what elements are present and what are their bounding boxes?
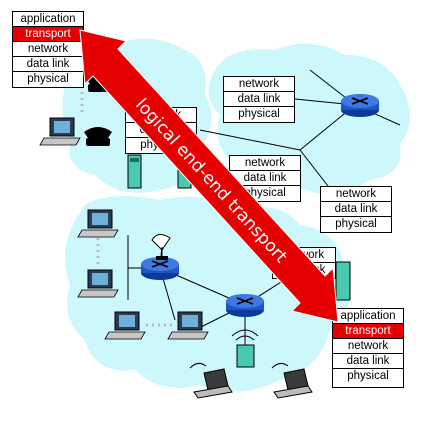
server-icon xyxy=(335,261,351,301)
protocol-stack-router-top-left: network data link physical xyxy=(125,107,197,154)
layer-data-link: data link xyxy=(333,354,403,369)
layer-application: application xyxy=(13,12,83,27)
layer-physical: physical xyxy=(27,73,69,85)
layer-network: network xyxy=(126,108,196,123)
router-icon xyxy=(341,94,379,117)
protocol-stack-router-right: network data link physical xyxy=(320,186,392,233)
telephone-icon xyxy=(84,127,112,146)
protocol-stack-right-host: application transport network data link … xyxy=(332,308,404,388)
layer-network: network xyxy=(333,339,403,354)
protocol-stack-router-center: network data link physical xyxy=(229,155,301,202)
layer-transport: transport xyxy=(13,27,83,42)
laptop-icon xyxy=(271,362,313,399)
protocol-stack-left-host: application transport network data link … xyxy=(12,11,84,88)
layer-network: network xyxy=(230,156,300,171)
layer-application: application xyxy=(333,309,403,324)
layer-physical: physical xyxy=(140,139,182,151)
server-icon xyxy=(177,154,192,189)
layer-network: network xyxy=(273,248,335,263)
protocol-stack-router-top-right: network data link physical xyxy=(223,76,295,123)
router-icon xyxy=(141,257,179,280)
protocol-stack-router-lower: network data link xyxy=(272,247,336,279)
layer-data-link: data link xyxy=(282,264,326,276)
layer-network: network xyxy=(224,77,294,92)
workstation-icon xyxy=(39,117,81,146)
layer-data-link: data link xyxy=(230,171,300,186)
layer-network: network xyxy=(13,42,83,57)
router-icon xyxy=(226,294,264,317)
wireless-access-point-icon xyxy=(231,329,259,368)
layer-physical: physical xyxy=(244,187,286,199)
server-icon xyxy=(127,154,142,189)
laptop-icon xyxy=(189,362,233,399)
layer-physical: physical xyxy=(238,108,280,120)
layer-physical: physical xyxy=(335,218,377,230)
layer-network: network xyxy=(321,187,391,202)
layer-data-link: data link xyxy=(13,57,83,72)
layer-transport: transport xyxy=(333,324,403,339)
telephone-icon xyxy=(86,73,114,92)
layer-data-link: data link xyxy=(224,92,294,107)
layer-physical: physical xyxy=(347,370,389,382)
layer-data-link: data link xyxy=(126,123,196,138)
layer-data-link: data link xyxy=(321,202,391,217)
